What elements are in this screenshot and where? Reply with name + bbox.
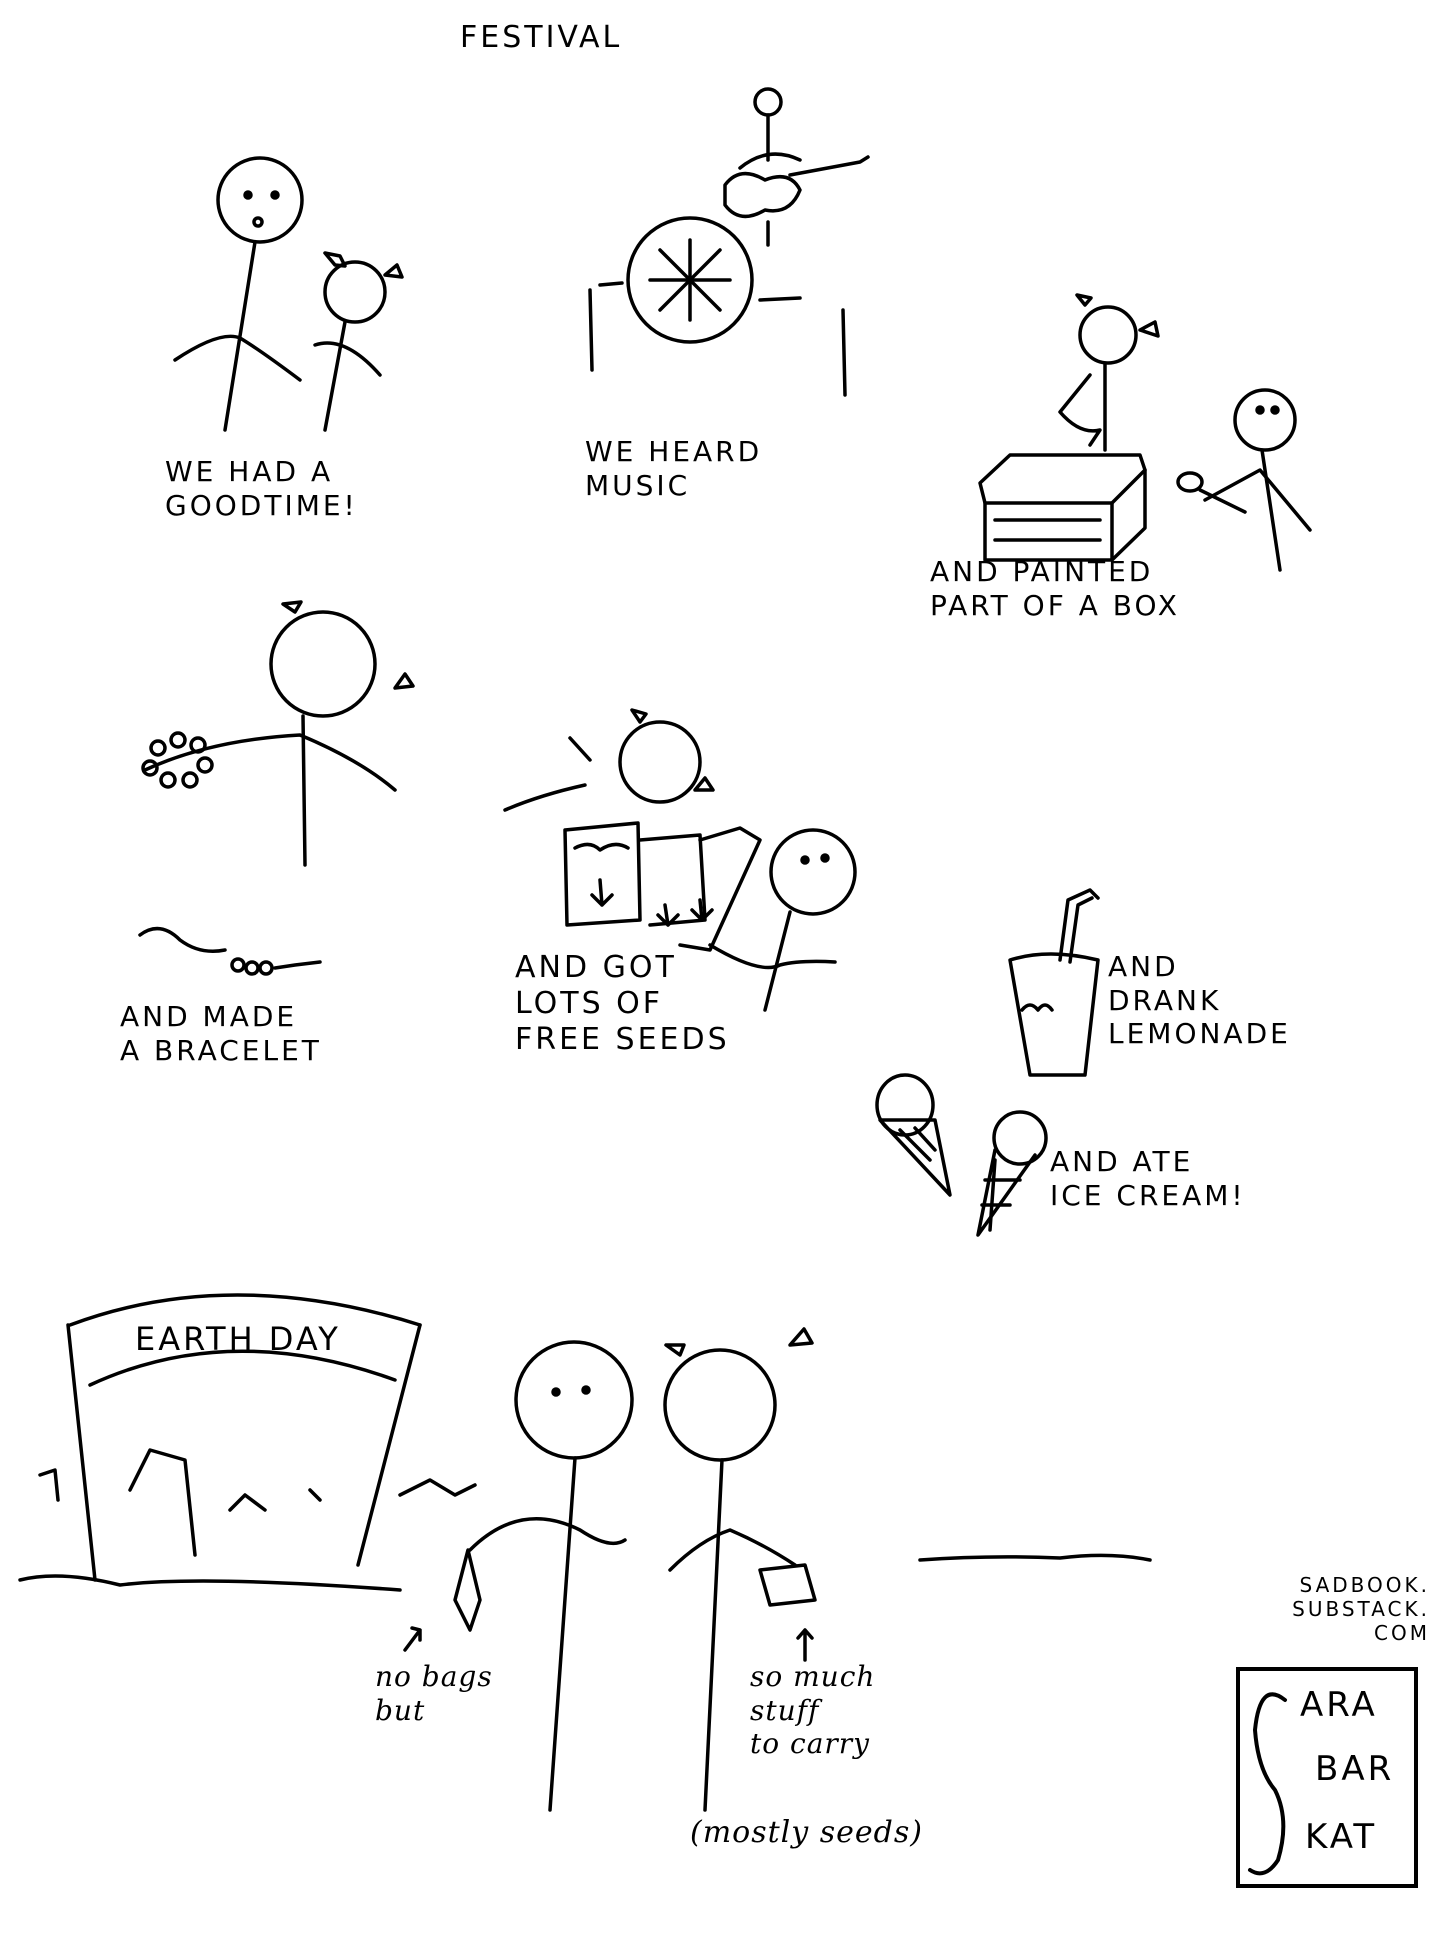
caption-ice-cream: AND ATE ICE CREAM!	[1050, 1145, 1246, 1212]
earth-day-scene	[18, 1293, 1152, 1812]
note-stuff-to-carry: so much stuff to carry	[750, 1660, 876, 1761]
caption-good-time: WE HAD A GOODTIME!	[165, 455, 358, 522]
logo-s-glyph	[1248, 1692, 1287, 1876]
caption-bracelet: AND MADE A BRACELET	[120, 1000, 322, 1067]
music-stage	[588, 87, 870, 397]
caption-lemonade: AND DRANK LEMONADE	[1108, 950, 1291, 1051]
couple-figures	[173, 156, 404, 432]
credit-url: SADBOOK. SUBSTACK. COM	[1292, 1573, 1430, 1645]
caption-painted: AND PAINTED PART OF A BOX	[930, 555, 1180, 622]
caption-music: WE HEARD MUSIC	[585, 435, 763, 502]
banner-text: EARTH DAY	[135, 1320, 341, 1358]
bracelet-figure	[138, 600, 415, 976]
painting-scene	[978, 293, 1312, 572]
ice-cream-cones	[875, 1073, 1048, 1237]
logo-line-1: ARA	[1300, 1685, 1378, 1725]
lemonade-cup	[1008, 888, 1100, 1077]
seeds-scene	[503, 708, 857, 1012]
note-no-bags: no bags but	[375, 1660, 493, 1727]
logo-box: ARA BAR KAT	[1236, 1667, 1418, 1888]
note-mostly-seeds: (mostly seeds)	[690, 1815, 923, 1850]
caption-seeds: AND GOT LOTS OF FREE SEEDS	[515, 950, 730, 1057]
logo-line-2: BAR	[1315, 1749, 1395, 1789]
logo-line-3: KAT	[1305, 1817, 1378, 1857]
page-title: FESTIVAL	[460, 20, 623, 55]
